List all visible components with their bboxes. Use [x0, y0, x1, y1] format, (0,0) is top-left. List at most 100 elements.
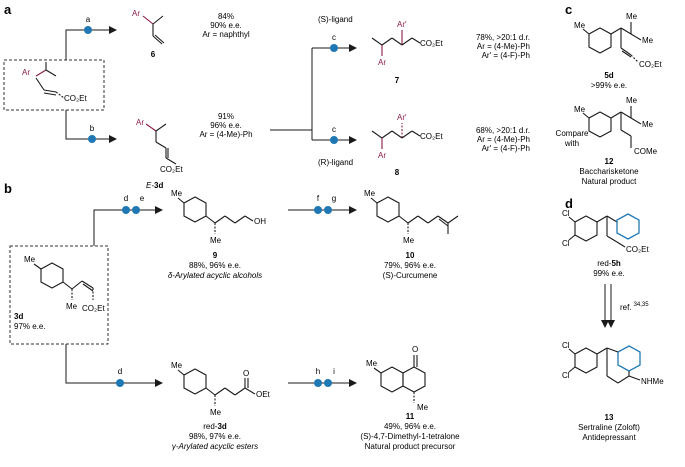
step-dot-i: [324, 379, 332, 387]
compound-12-me3: Me: [642, 120, 654, 129]
step-dot-g: [324, 206, 332, 214]
compound-red5h-label: red-5h: [597, 259, 621, 268]
arrow-b-label: b: [90, 124, 95, 133]
step-dot-c-top: [330, 44, 338, 52]
panel-a: a Ar CO₂Et a b Ar 6 84%: [3, 2, 530, 190]
compound-9-desc: δ-Arylated acyclic alcohols: [168, 271, 262, 280]
compound-6-structure: [142, 15, 165, 45]
panel-b-start-me: Me: [24, 255, 36, 264]
step-dot-f: [314, 206, 322, 214]
compound-11-me2: Me: [417, 403, 429, 412]
compound-5d-number: 5d: [604, 71, 613, 80]
panel-c-letter: c: [565, 2, 572, 17]
compound-e3d-ester: CO₂Et: [160, 165, 183, 174]
compound-10-structure: [370, 196, 459, 234]
compound-e3d-structure: [145, 123, 177, 165]
ligand-s: (S)-ligand: [318, 15, 353, 24]
compound-13-nhme: NHMe: [641, 377, 664, 386]
panel-b: b Me Me CO₂Et 3d 97% e.e. d e: [4, 181, 460, 451]
compound-11-number: 11: [406, 412, 415, 421]
arrow-d-lower-label: d: [118, 367, 122, 376]
compound-12-desc: Natural product: [582, 177, 637, 186]
compound-e3d-yield: 91%: [218, 112, 234, 121]
arrow-to-6: [65, 26, 117, 60]
compound-11-name: (S)-4,7-Dimethyl-1-tetralone: [360, 432, 460, 441]
compound-5d-me2: Me: [626, 12, 638, 21]
compound-red3d-yield: 98%, 97% e.e.: [189, 432, 241, 441]
compound-7-ar: Ar: [378, 58, 386, 67]
compound-6-yield: 84%: [218, 12, 234, 21]
compound-red3d-structure: [177, 368, 256, 406]
panel-d-letter: d: [565, 196, 573, 211]
compound-e3d-ee: 96% e.e.: [210, 121, 242, 130]
compound-13-number: 13: [605, 413, 614, 422]
compound-7-ar-prime: Ar′: [397, 20, 407, 29]
panel-a-start-box: [3, 59, 105, 111]
arrow-to-red3d: [65, 344, 163, 387]
compound-e3d-ar-def: Ar = (4-Me)-Ph: [199, 130, 252, 139]
compound-9-oh: OH: [254, 217, 266, 226]
compound-7-yield: 78%, >20:1 d.r.: [476, 33, 530, 42]
arrow-a-label: a: [86, 15, 91, 24]
compound-7-ar-prime-def: Ar′ = (4-F)-Ph: [482, 51, 530, 60]
compound-red3d-me2: Me: [210, 408, 222, 417]
step-dot-b: [88, 135, 96, 143]
compound-10-desc: (S)-Curcumene: [383, 271, 438, 280]
compound-e3d-label: E-3d: [146, 181, 163, 190]
compound-10-yield: 79%, 96% e.e.: [384, 261, 436, 270]
compound-8-ar-def: Ar = (4-Me)-Ph: [477, 135, 530, 144]
step-dot-d-upper: [122, 206, 130, 214]
panel-b-start-structure: [33, 262, 94, 300]
compound-6-ar-def: Ar = naphthyl: [202, 30, 250, 39]
compound-6-ee: 90% e.e.: [210, 21, 242, 30]
compound-red3d-oet: OEt: [256, 390, 271, 399]
compound-9-yield: 88%, 96% e.e.: [189, 261, 241, 270]
ligand-r: (R)-ligand: [318, 158, 353, 167]
panel-a-letter: a: [4, 2, 12, 17]
compound-7-number: 7: [395, 76, 400, 85]
compound-12-number: 12: [605, 157, 614, 166]
arrow-g-label: g: [332, 194, 336, 203]
compound-13-cl2: Cl: [562, 371, 570, 380]
compound-12-ketone: COMe: [634, 147, 658, 156]
compound-9-number: 9: [213, 251, 218, 260]
compound-5d-ester: CO₂Et: [639, 60, 662, 69]
compound-red5h-ee: 99% e.e.: [593, 269, 625, 278]
panel-a-start-ester: CO₂Et: [64, 94, 87, 103]
panel-b-start-ee: 97% e.e.: [14, 322, 46, 331]
panel-a-start-structure: [35, 62, 65, 99]
step-dot-h: [314, 379, 322, 387]
panel-b-start-number: 3d: [14, 312, 23, 321]
compound-e3d-ar: Ar: [136, 118, 144, 127]
arrow-e-label: e: [140, 194, 145, 203]
panel-b-start-box: [9, 245, 109, 345]
compound-10-me2: Me: [403, 236, 415, 245]
compound-7-structure: [371, 30, 421, 56]
arrow-c-top-label: c: [332, 33, 336, 42]
step-dot-c-bottom: [330, 136, 338, 144]
compound-13-aryl-ring: [617, 345, 641, 372]
compound-red5h-cl: Cl: [562, 209, 570, 218]
compound-9-me2: Me: [210, 236, 222, 245]
panel-c: c Me Me Me CO₂Et 5d >99% e.e. Compare wi…: [556, 2, 663, 186]
panel-b-start-me2: Me: [66, 302, 78, 311]
compare-line-1: Compare: [556, 129, 589, 138]
compound-13-cl: Cl: [562, 341, 570, 350]
compound-red3d-o: O: [243, 369, 249, 378]
arrow-f-label: f: [317, 194, 320, 203]
compound-11-yield: 49%, 96% e.e.: [384, 422, 436, 431]
compound-13-bond: [606, 347, 619, 353]
compound-8-ar-prime: Ar′: [397, 113, 407, 122]
compound-10-number: 10: [406, 251, 415, 260]
panel-b-start-ester: CO₂Et: [82, 304, 105, 313]
compound-12-name: Baccharisketone: [579, 167, 639, 176]
compound-red5h-ester: CO₂Et: [626, 245, 649, 254]
panel-b-letter: b: [4, 181, 12, 196]
compound-13-name: Sertraline (Zoloft): [578, 423, 640, 432]
compound-red5h-structure: [568, 215, 626, 248]
red5h-phenyl-ring: [616, 213, 640, 240]
compound-13-structure: [568, 347, 630, 384]
panel-d: d Cl Cl CO₂Et red-5h 99% e.e. ref.34,35: [562, 196, 664, 442]
